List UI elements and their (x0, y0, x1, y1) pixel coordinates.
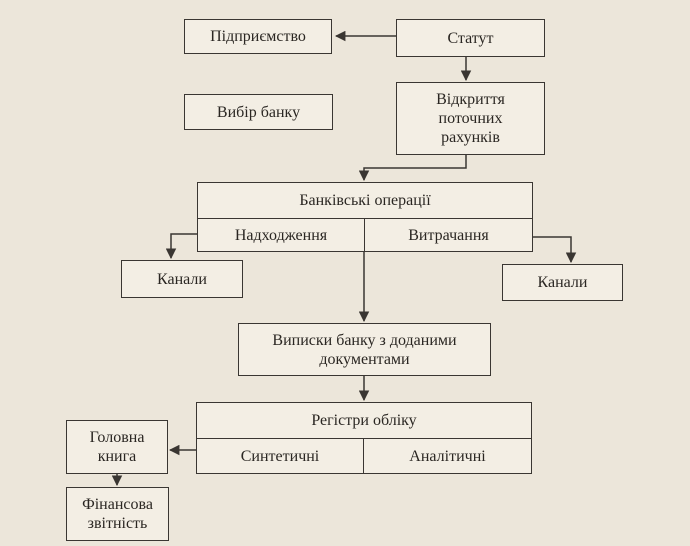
bank-operations-box: Банківські операції Надходження Витрачан… (197, 182, 533, 252)
arrow-accounts-to-operations (358, 155, 467, 182)
general-ledger-box: Головна книга (66, 420, 168, 474)
bank-choice-box: Вибір банку (184, 94, 333, 130)
arrow-expenditures-to-channels-right (533, 236, 577, 264)
statute-box: Статут (396, 19, 545, 57)
financial-reporting-box: Фінансова звітність (66, 487, 169, 541)
expenditures-cell: Витрачання (365, 219, 532, 251)
analytic-cell: Аналітичні (364, 439, 531, 473)
statute-label: Статут (447, 29, 494, 47)
enterprise-box: Підприємство (184, 19, 332, 54)
enterprise-label: Підприємство (210, 28, 306, 45)
receipts-cell: Надходження (198, 219, 365, 251)
bank-operations-label: Банківські операції (299, 192, 431, 209)
channels-right-box: Канали (502, 264, 623, 301)
accounts-box: Відкриття поточних рахунків (396, 82, 545, 155)
arrow-receipts-to-channels-left (165, 233, 198, 260)
receipts-label: Надходження (234, 226, 328, 244)
registers-label: Регістри обліку (311, 412, 417, 429)
synthetic-label: Синтетичні (240, 447, 320, 465)
channels-left-box: Канали (121, 260, 243, 298)
bank-statements-box: Виписки банку з доданими документами (238, 323, 491, 376)
bank-statements-label: Виписки банку з доданими документами (272, 331, 457, 368)
bank-choice-label: Вибір банку (216, 103, 301, 121)
synthetic-cell: Синтетичні (197, 439, 364, 473)
analytic-label: Аналітичні (409, 447, 486, 465)
general-ledger-label: Головна книга (89, 429, 145, 465)
accounts-label: Відкриття поточних рахунків (436, 91, 505, 146)
channels-left-label: Канали (157, 270, 207, 288)
financial-reporting-label: Фінансова звітність (82, 496, 153, 532)
channels-right-label: Канали (537, 274, 588, 291)
registers-box: Регістри обліку Синтетичні Аналітичні (196, 402, 532, 474)
expenditures-label: Витрачання (408, 226, 489, 244)
